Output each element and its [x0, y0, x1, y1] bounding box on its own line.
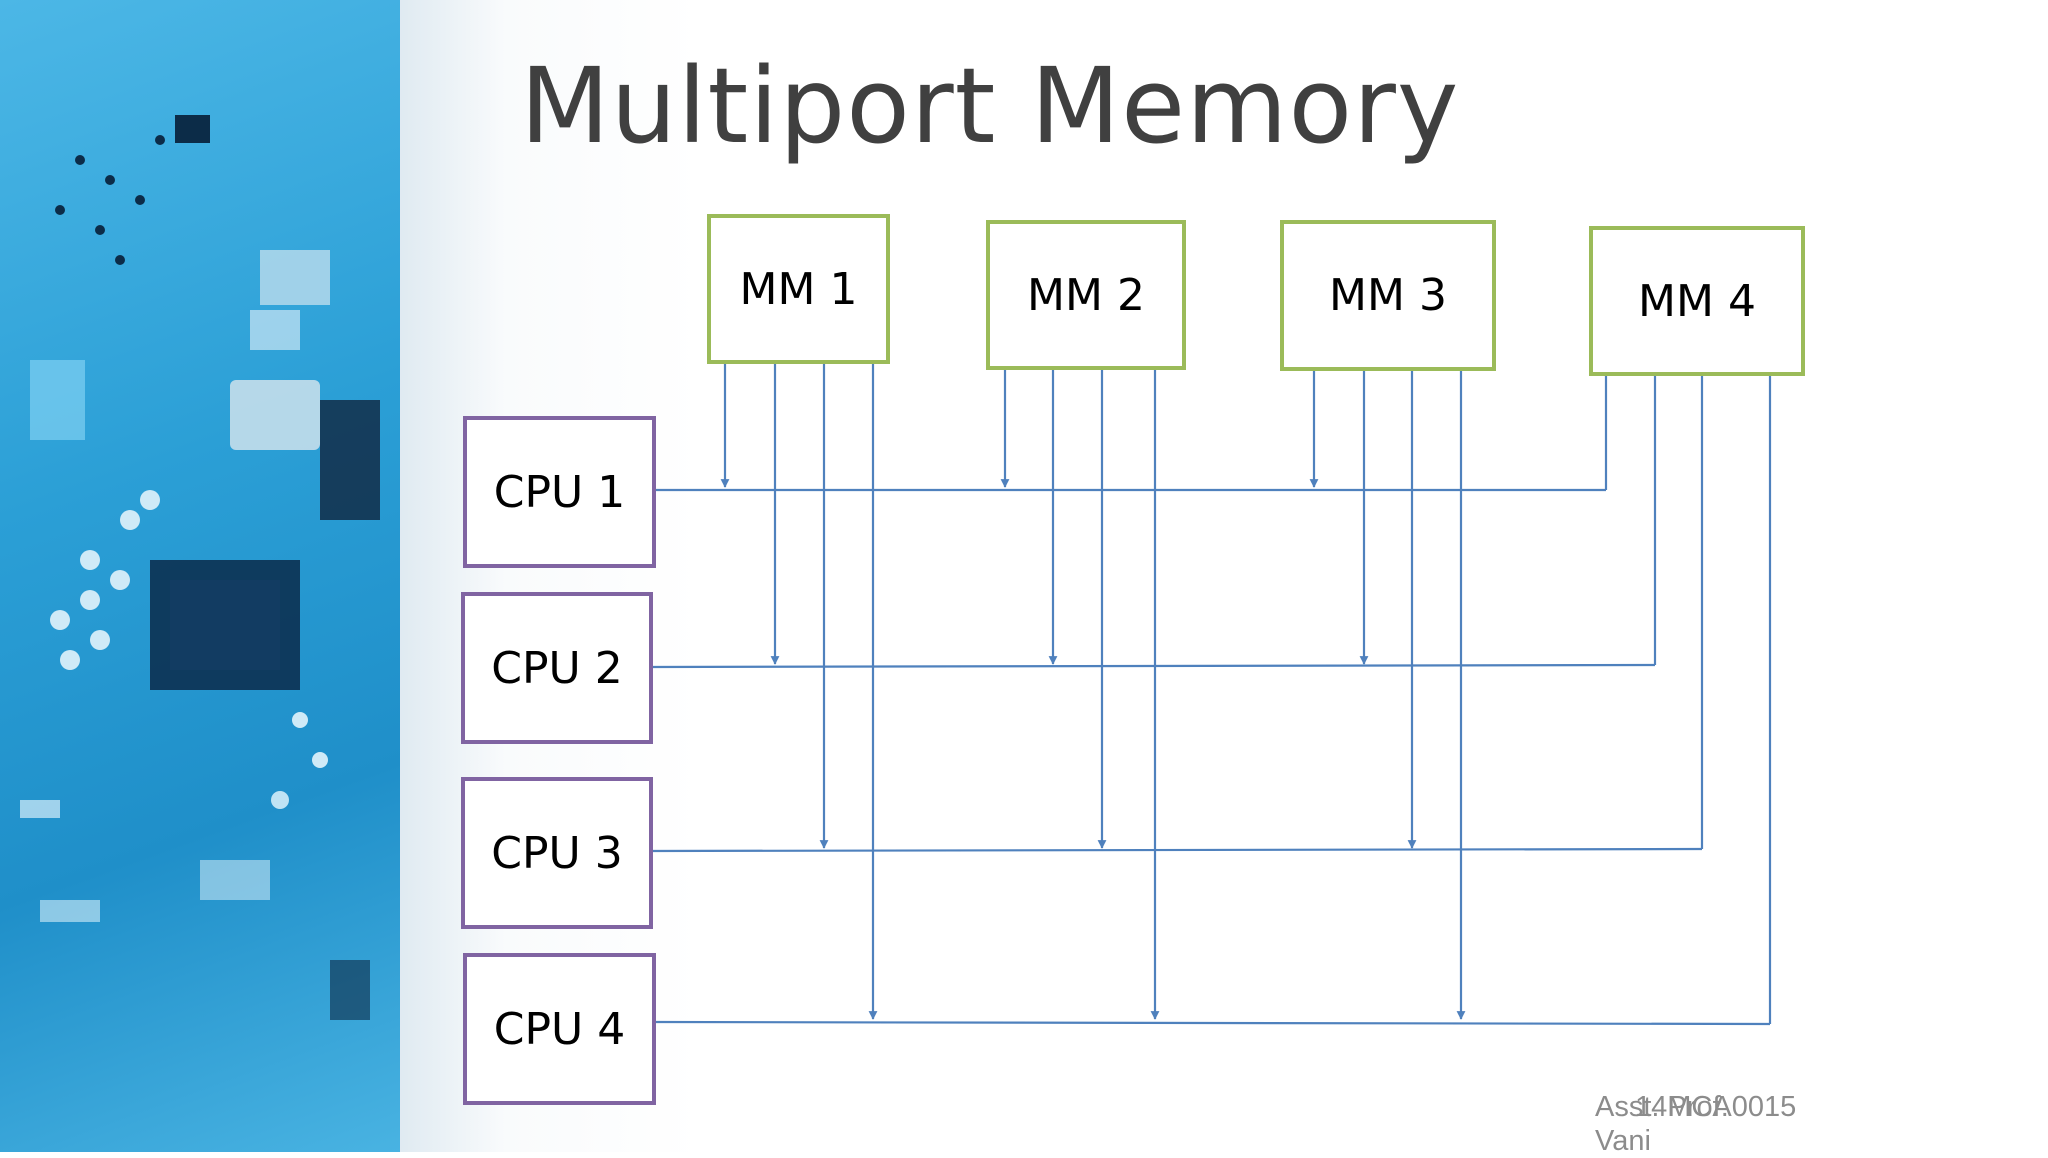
footer-code: 14MCA0015	[1635, 1091, 1797, 1123]
circuit-board-image	[0, 0, 400, 1152]
memory-module-label: MM 3	[1329, 270, 1447, 321]
cpu-1: CPU 1	[463, 416, 656, 568]
bus-cpu-2	[651, 663, 1656, 669]
memory-module-4: MM 4	[1589, 226, 1805, 376]
memory-module-label: MM 2	[1027, 269, 1145, 321]
memory-module-label: MM 1	[739, 263, 858, 315]
circuit-board-pattern	[20, 115, 380, 1020]
cpu-label: CPU 3	[491, 827, 623, 879]
cpu-label: CPU 4	[493, 1003, 626, 1055]
cpu-2: CPU 2	[461, 592, 653, 744]
cpu-label: CPU 1	[493, 466, 626, 518]
cpu-label: CPU 2	[491, 642, 623, 694]
slide-footer: Asst. Prof. Vani 14MCA0015	[1595, 1090, 1796, 1158]
slide-title: Multiport Memory	[520, 45, 1460, 167]
bus-cpu-4	[654, 1020, 1771, 1026]
cpu-4: CPU 4	[463, 953, 656, 1105]
bus-cpu-3	[650, 847, 1703, 853]
footer-author-line2: Vani	[1595, 1125, 1651, 1157]
footer-author-line1: Asst. Prof.	[1595, 1091, 1729, 1123]
memory-module-2: MM 2	[986, 220, 1186, 370]
cpu-3: CPU 3	[461, 777, 653, 929]
memory-module-label: MM 4	[1638, 275, 1756, 327]
memory-module-3: MM 3	[1280, 220, 1496, 371]
memory-module-1: MM 1	[707, 214, 890, 364]
